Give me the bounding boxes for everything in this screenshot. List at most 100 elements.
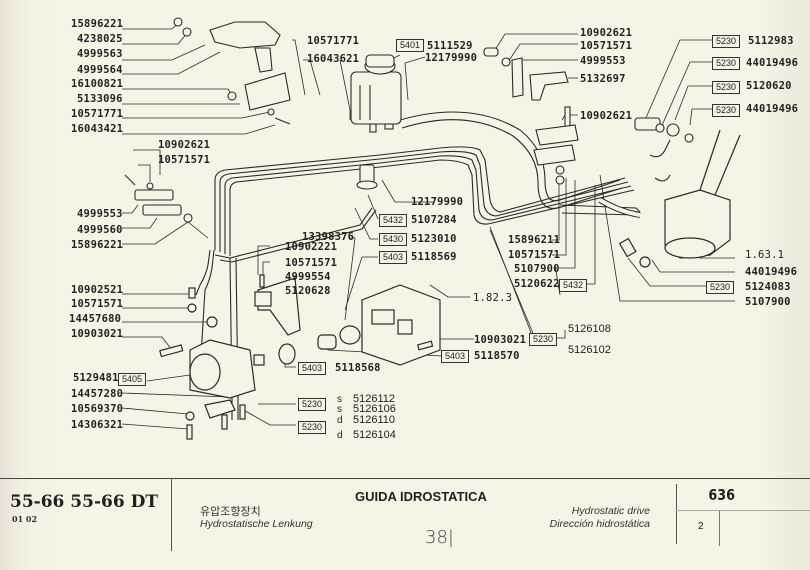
footer-divider <box>676 510 810 511</box>
part-number: 5126104 <box>353 429 396 441</box>
part-number: 5126106 <box>353 403 396 415</box>
part-number: 10571571 <box>580 40 633 52</box>
part-number: 5118568 <box>335 362 381 374</box>
side-tag: s <box>337 394 342 405</box>
group-code-box: 5230 <box>529 333 558 346</box>
part-number: 10903021 <box>71 328 124 340</box>
part-number: 12179990 <box>425 52 478 64</box>
group-code-box: 5230 <box>298 421 327 434</box>
steering-unit <box>598 129 741 268</box>
title-italian: GUIDA IDROSTATICA <box>355 489 487 504</box>
part-number: 5107900 <box>514 263 560 275</box>
hydraulic-pump <box>254 274 441 366</box>
part-number: 5126112 <box>353 393 396 405</box>
group-code-box: 5403 <box>441 350 470 363</box>
part-number: 10571571 <box>71 298 124 310</box>
part-number: 15896221 <box>71 239 124 251</box>
title-korean: 유압조향장치 <box>200 506 261 518</box>
part-number: 14457280 <box>71 388 124 400</box>
part-number: 16043421 <box>71 123 124 135</box>
group-code-box: 5230 <box>712 57 741 70</box>
part-number: 5120620 <box>746 80 792 92</box>
part-number: 14306321 <box>71 419 124 431</box>
leader-lines <box>121 21 735 430</box>
part-number: 5123010 <box>411 233 457 245</box>
part-number: 5129481 <box>73 372 119 384</box>
part-number: 10902621 <box>580 110 633 122</box>
part-number: 5126110 <box>353 414 396 426</box>
page-number: 636 <box>708 486 735 504</box>
part-number: 5118569 <box>411 251 457 263</box>
group-code-box: 5430 <box>379 233 408 246</box>
handwritten-note: 38| <box>425 527 454 548</box>
part-number: 5111529 <box>427 40 473 52</box>
part-number: 13398376 <box>302 231 355 243</box>
part-number: 10571571 <box>508 249 561 261</box>
part-number: 10902521 <box>71 284 124 296</box>
group-code-box: 5230 <box>298 398 327 411</box>
hydraulic-pipes <box>195 111 641 420</box>
mounting-bracket-top <box>173 17 291 125</box>
part-number: 14457680 <box>69 313 122 325</box>
pipe-tee-fitting <box>356 164 378 190</box>
part-number: 44019496 <box>746 103 799 115</box>
part-number: 4999564 <box>77 64 123 76</box>
part-number: 15896211 <box>508 234 561 246</box>
part-number: 4999553 <box>580 55 626 67</box>
model-variant: 01 02 <box>12 514 38 524</box>
bracket-group: 5126108 5126102 <box>568 323 611 356</box>
group-code-box: 5230 <box>712 35 741 48</box>
title-german: Hydrostatische Lenkung <box>200 518 313 530</box>
part-number: 10571571 <box>285 257 338 269</box>
part-number: 15896221 <box>71 18 124 30</box>
part-number: 4999554 <box>285 271 331 283</box>
part-number: 5112983 <box>748 35 794 47</box>
part-number: 10903021 <box>474 334 527 346</box>
part-number: 5132697 <box>580 73 626 85</box>
part-number: 10569370 <box>71 403 124 415</box>
side-tag: d <box>337 415 343 426</box>
footer-divider <box>171 478 172 551</box>
part-number: 16100821 <box>71 78 124 90</box>
part-number: 5107284 <box>411 214 457 226</box>
part-number: 4999553 <box>77 208 123 220</box>
part-number: 5118570 <box>474 350 520 362</box>
part-number: 5120628 <box>285 285 331 297</box>
title-spanish: Dirección hidrostática <box>549 518 650 530</box>
group-code-box: 5230 <box>712 104 741 117</box>
part-number: 4999563 <box>77 48 123 60</box>
part-number: 12179990 <box>411 196 464 208</box>
kit-part: 5126102 <box>568 344 611 356</box>
reference-label: 1.63.1 <box>745 249 785 261</box>
kit-part: 5126108 <box>568 323 611 335</box>
sheet-number: 2 <box>698 521 704 532</box>
part-number: 10571571 <box>158 154 211 166</box>
model-name: 55-66 55-66 DT <box>10 492 158 512</box>
part-number: 5120622 <box>514 278 560 290</box>
part-number: 5124083 <box>745 281 791 293</box>
part-number: 16043621 <box>307 53 360 65</box>
group-code-box: 5403 <box>379 251 408 264</box>
pipe-clamps-left <box>124 174 193 223</box>
group-code-box: 5403 <box>298 362 327 375</box>
part-number: 4238025 <box>77 33 123 45</box>
bracket-top-right <box>483 47 579 185</box>
footer-divider <box>719 510 720 546</box>
part-number: 10902221 <box>285 241 338 253</box>
oil-reservoir <box>350 54 402 133</box>
part-number: 10902621 <box>580 27 633 39</box>
pump-assembly-lower <box>159 287 265 440</box>
footer-divider <box>0 478 810 479</box>
group-code-box: 5432 <box>559 279 588 292</box>
part-number: 44019496 <box>745 266 798 278</box>
group-code-box: 5401 <box>396 39 425 52</box>
part-number: 5107900 <box>745 296 791 308</box>
group-code-box: 5432 <box>379 214 408 227</box>
part-number: 10902621 <box>158 139 211 151</box>
part-number: 10571771 <box>71 108 124 120</box>
fittings-top-right <box>634 117 694 182</box>
part-number: 5133096 <box>77 93 123 105</box>
